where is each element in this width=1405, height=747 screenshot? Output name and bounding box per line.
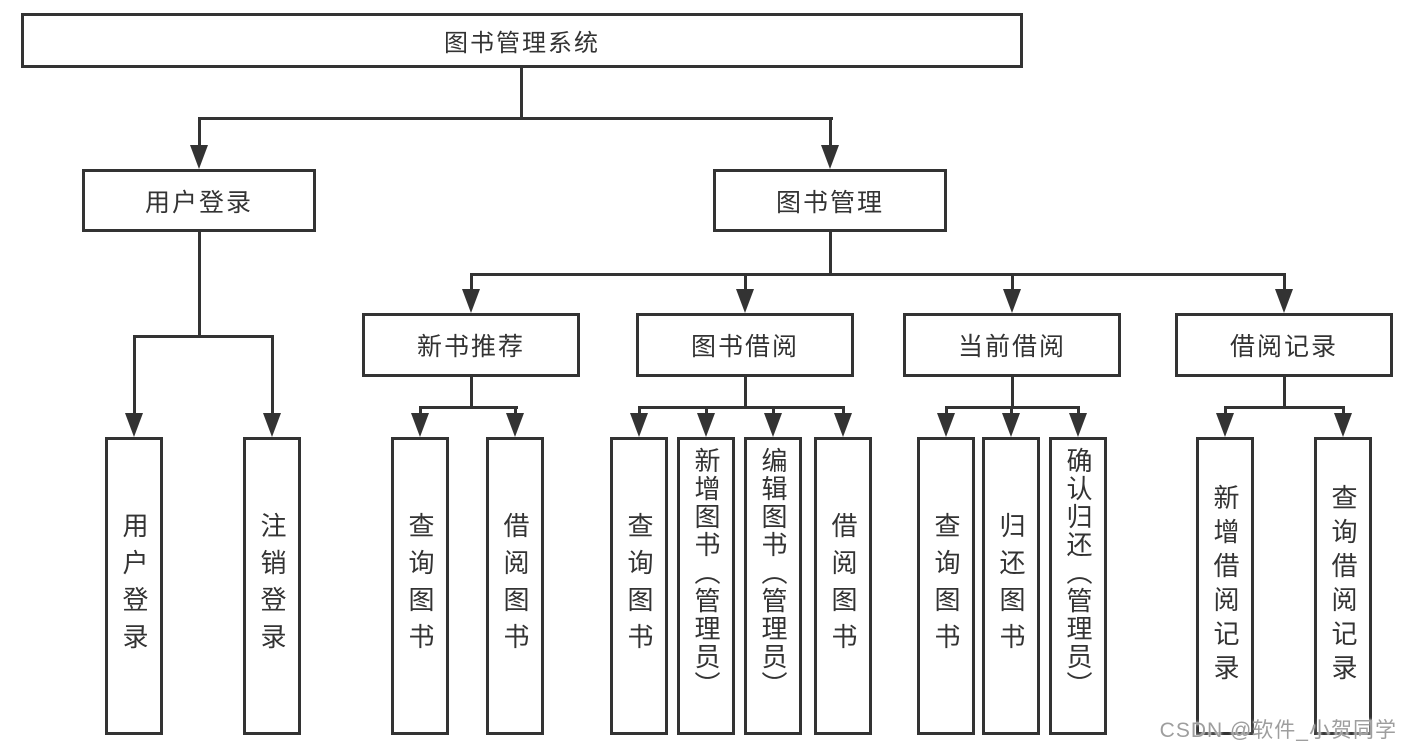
node-label: 新书推荐 bbox=[416, 333, 525, 361]
connector-drop-user-login bbox=[198, 117, 201, 149]
connector-drop bbox=[514, 406, 517, 416]
node-label: 图书管理 bbox=[775, 188, 884, 217]
connector-book-borrow-stem bbox=[744, 377, 747, 406]
arrowhead-current-borrow bbox=[1003, 289, 1021, 313]
connector-current-borrow-stem bbox=[1011, 377, 1014, 406]
leaf-confirm-return-admin: 确认归还（管理员） bbox=[1049, 437, 1107, 735]
node-label: 图书借阅 bbox=[690, 333, 799, 361]
arrowhead-leaf-logout bbox=[263, 413, 281, 437]
leaf-logout-login: 注销登录 bbox=[243, 437, 301, 735]
connector-drop bbox=[945, 406, 948, 416]
csdn-watermark: CSDN @软件_小贺同学 bbox=[1159, 719, 1397, 742]
connector-drop bbox=[1224, 406, 1227, 416]
connector-drop-leaf-login bbox=[133, 335, 136, 415]
arrowhead-book-borrow bbox=[736, 289, 754, 313]
connector-drop-borrow-records bbox=[1283, 273, 1286, 291]
connector-book-management-stem bbox=[829, 232, 832, 273]
leaf-borrow-query-books: 查询图书 bbox=[610, 437, 668, 735]
leaf-query-borrow-record: 查询借阅记录 bbox=[1314, 437, 1372, 735]
leaf-add-books-admin: 新增图书（管理员） bbox=[677, 437, 735, 735]
arrowhead-new-book bbox=[462, 289, 480, 313]
connector-drop bbox=[842, 406, 845, 416]
connector-drop-current-borrow bbox=[1011, 273, 1014, 291]
connector-drop bbox=[772, 406, 775, 416]
leaf-add-borrow-record: 新增借阅记录 bbox=[1196, 437, 1254, 735]
leaf-borrow-borrow-books: 借阅图书 bbox=[814, 437, 872, 735]
node-book-borrowing: 图书借阅 bbox=[636, 313, 854, 377]
node-label: 借阅记录 bbox=[1229, 333, 1338, 361]
node-library-management-system: 图书管理系统 bbox=[21, 13, 1023, 68]
connector-user-login-stem bbox=[198, 232, 201, 335]
node-new-book-recommendation: 新书推荐 bbox=[362, 313, 580, 377]
arrowhead bbox=[937, 413, 955, 437]
connector-borrow-records-bus bbox=[1224, 406, 1345, 409]
node-user-login: 用户登录 bbox=[82, 169, 316, 232]
connector-root-stem bbox=[520, 68, 523, 117]
connector-drop-book-management bbox=[829, 117, 832, 149]
leaf-edit-books-admin: 编辑图书（管理员） bbox=[744, 437, 802, 735]
connector-drop bbox=[1077, 406, 1080, 416]
node-current-borrowing: 当前借阅 bbox=[903, 313, 1121, 377]
leaf-newbook-query-books: 查询图书 bbox=[391, 437, 449, 735]
arrowhead bbox=[764, 413, 782, 437]
connector-drop bbox=[419, 406, 422, 416]
connector-drop bbox=[638, 406, 641, 416]
arrowhead-borrow-records bbox=[1275, 289, 1293, 313]
arrowhead-user-login bbox=[190, 145, 208, 169]
connector-drop-new-book bbox=[470, 273, 473, 291]
leaf-return-books: 归还图书 bbox=[982, 437, 1040, 735]
connector-user-login-bus bbox=[133, 335, 274, 338]
arrowhead bbox=[1216, 413, 1234, 437]
leaf-user-login: 用户登录 bbox=[105, 437, 163, 735]
connector-drop-leaf-logout bbox=[271, 335, 274, 415]
arrowhead bbox=[1334, 413, 1352, 437]
node-book-management: 图书管理 bbox=[713, 169, 947, 232]
node-label: 当前借阅 bbox=[957, 333, 1066, 361]
connector-drop bbox=[1342, 406, 1345, 416]
node-label: 用户登录 bbox=[144, 188, 253, 217]
connector-book-borrow-bus bbox=[638, 406, 845, 409]
node-borrowing-records: 借阅记录 bbox=[1175, 313, 1393, 377]
arrowhead bbox=[1069, 413, 1087, 437]
connector-new-book-bus bbox=[419, 406, 518, 409]
node-label: 图书管理系统 bbox=[444, 30, 600, 57]
leaf-current-query-books: 查询图书 bbox=[917, 437, 975, 735]
connector-new-book-stem bbox=[470, 377, 473, 406]
connector-drop bbox=[705, 406, 708, 416]
arrowhead bbox=[834, 413, 852, 437]
connector-drop bbox=[1010, 406, 1013, 416]
arrowhead bbox=[630, 413, 648, 437]
connector-root-bus bbox=[198, 117, 833, 120]
connector-borrow-records-stem bbox=[1283, 377, 1286, 406]
leaf-newbook-borrow-books: 借阅图书 bbox=[486, 437, 544, 735]
connector-drop-book-borrow bbox=[744, 273, 747, 291]
arrowhead-book-management bbox=[821, 145, 839, 169]
arrowhead bbox=[506, 413, 524, 437]
connector-sections-bus bbox=[470, 273, 1286, 276]
arrowhead bbox=[697, 413, 715, 437]
arrowhead bbox=[1002, 413, 1020, 437]
arrowhead-leaf-login bbox=[125, 413, 143, 437]
arrowhead bbox=[411, 413, 429, 437]
